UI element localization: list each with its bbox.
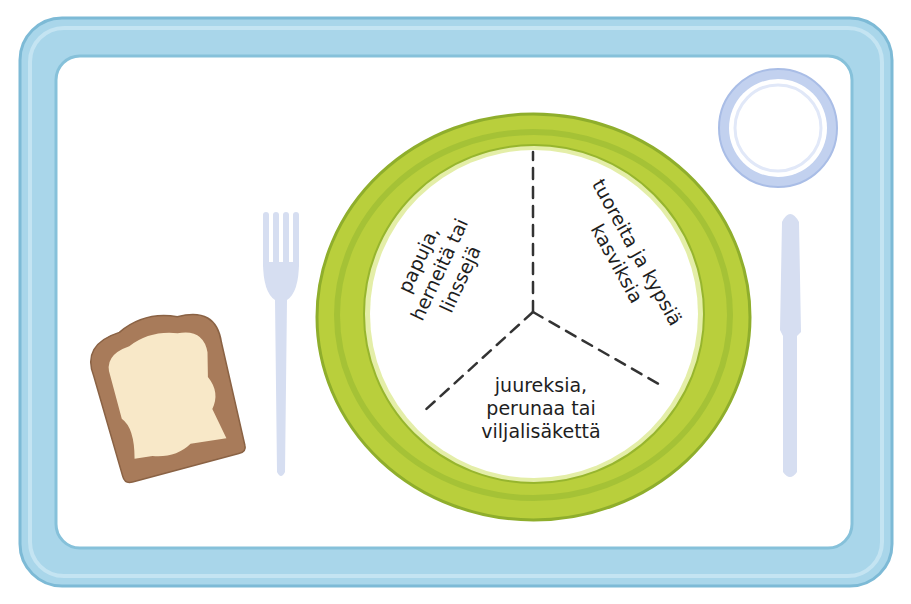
plate: papuja, herneitä tai linssejätuoreita ja… — [315, 112, 752, 522]
plate-center — [370, 150, 698, 478]
glass-ring — [735, 85, 821, 171]
bread-slice — [82, 301, 250, 485]
tray-rim — [30, 28, 882, 576]
tray — [20, 18, 892, 586]
glass-inner — [729, 79, 827, 177]
plate-rim — [317, 114, 750, 520]
fork — [263, 212, 299, 476]
food-group-label: juureksia, perunaa tai viljalisäkettä — [461, 374, 621, 443]
plate-rim-shade — [337, 132, 730, 498]
tray-surface — [56, 56, 852, 548]
knife — [780, 214, 801, 477]
sector-divider — [532, 152, 535, 312]
plate-inner-edge — [364, 145, 704, 483]
glass — [719, 69, 837, 187]
